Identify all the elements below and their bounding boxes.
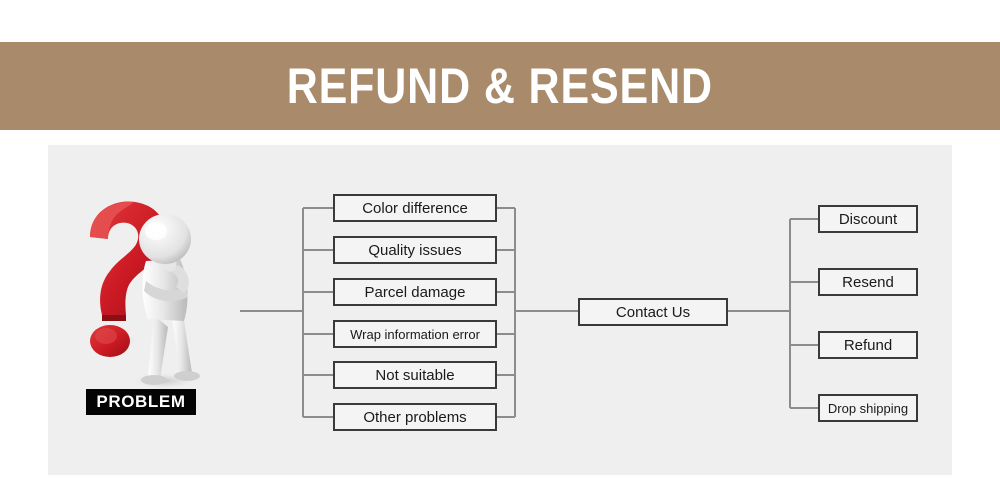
diagram-panel: PROBLEM xyxy=(48,145,952,475)
problem-label: PROBLEM xyxy=(86,389,196,415)
resolution-box-resend[interactable]: Resend xyxy=(818,268,918,296)
reason-box-quality-issues[interactable]: Quality issues xyxy=(333,236,497,264)
reason-box-not-suitable[interactable]: Not suitable xyxy=(333,361,497,389)
page-banner: REFUND & RESEND xyxy=(0,42,1000,130)
resolution-box-drop-shipping[interactable]: Drop shipping xyxy=(818,394,918,422)
resolution-box-discount[interactable]: Discount xyxy=(818,205,918,233)
reason-box-other-problems[interactable]: Other problems xyxy=(333,403,497,431)
reason-box-wrap-information-error[interactable]: Wrap information error xyxy=(333,320,497,348)
problem-illustration xyxy=(68,195,228,425)
reason-box-parcel-damage[interactable]: Parcel damage xyxy=(333,278,497,306)
page-title: REFUND & RESEND xyxy=(286,58,714,114)
thinking-person-icon xyxy=(139,214,200,385)
resolution-box-refund[interactable]: Refund xyxy=(818,331,918,359)
reason-box-color-difference[interactable]: Color difference xyxy=(333,194,497,222)
contact-us-box[interactable]: Contact Us xyxy=(578,298,728,326)
